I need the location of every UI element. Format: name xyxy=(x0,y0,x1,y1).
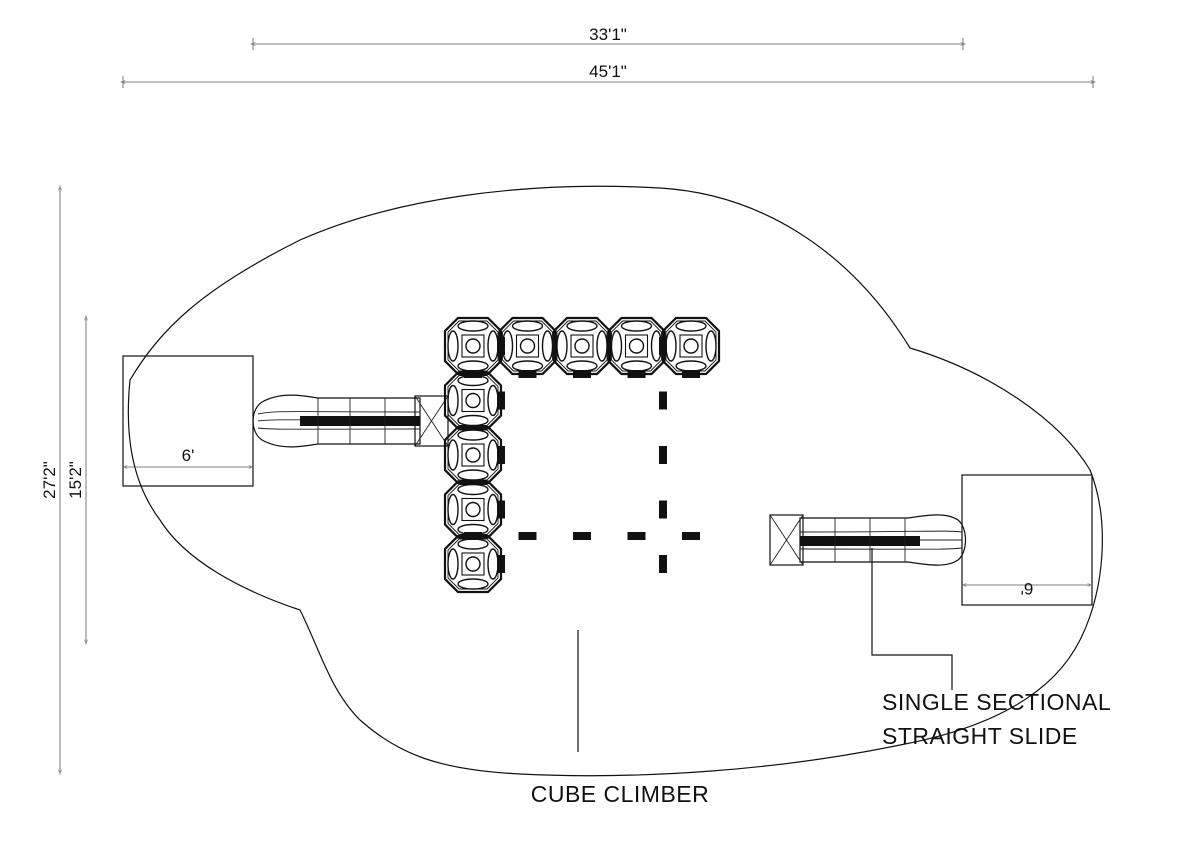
climber-connector xyxy=(573,370,591,378)
left-pad-dimension-label: 6' xyxy=(182,446,195,465)
climber-cube xyxy=(498,316,557,376)
dimension-top-inner-label: 33'1" xyxy=(589,25,627,44)
climber-cube xyxy=(552,316,612,376)
climber-cube xyxy=(443,371,503,430)
climber-connector xyxy=(682,370,700,378)
climber-connector xyxy=(627,532,646,540)
dimension-top-outer: 45'1" xyxy=(123,62,1093,88)
climber-connector xyxy=(464,532,482,540)
slide-label-line1: SINGLE SECTIONAL xyxy=(882,689,1111,715)
dimension-left-outer-label: 27'2" xyxy=(40,461,59,499)
climber-connector xyxy=(518,532,537,540)
climber-connector xyxy=(659,391,667,410)
climber-connector xyxy=(659,555,667,573)
climber-connector xyxy=(627,370,646,378)
climber-connector xyxy=(573,532,591,540)
dimension-top-inner: 33'1" xyxy=(253,25,963,50)
right-slide-pad: 6' xyxy=(961,474,1093,606)
right-slide xyxy=(769,514,967,566)
climber-connector xyxy=(497,391,505,410)
climber-cube xyxy=(443,480,503,539)
slide-label-line2: STRAIGHT SLIDE xyxy=(882,723,1078,749)
safety-zone-outline xyxy=(127,185,1103,777)
climber-connector xyxy=(497,446,505,464)
climber-connector xyxy=(682,532,700,540)
climber-connector xyxy=(497,500,505,519)
dimension-left-inner: 15'2" xyxy=(66,318,86,642)
right-pad-dimension-label: 6' xyxy=(1021,579,1034,598)
climber-connector xyxy=(497,337,505,355)
cube-climber-label: CUBE CLIMBER xyxy=(531,781,710,807)
climber-connector xyxy=(464,370,482,378)
climber-connector xyxy=(659,446,667,464)
dimension-left-inner-label: 15'2" xyxy=(66,461,85,499)
climber-connector xyxy=(518,370,537,378)
climber-connector xyxy=(659,500,667,519)
climber-cube xyxy=(607,316,666,376)
dimension-top-outer-label: 45'1" xyxy=(589,62,627,81)
climber-connector xyxy=(497,555,505,573)
climber-connector xyxy=(659,337,667,355)
climber-cube xyxy=(661,316,721,376)
climber-cube xyxy=(443,425,503,485)
climber-cube xyxy=(443,316,503,376)
left-slide-pad: 6' xyxy=(122,355,254,487)
left-slide xyxy=(252,394,449,448)
dimension-left-outer: 27'2" xyxy=(40,188,60,772)
slide-leader-line xyxy=(871,548,953,690)
cube-climber xyxy=(443,316,721,594)
climber-cube xyxy=(443,534,503,594)
